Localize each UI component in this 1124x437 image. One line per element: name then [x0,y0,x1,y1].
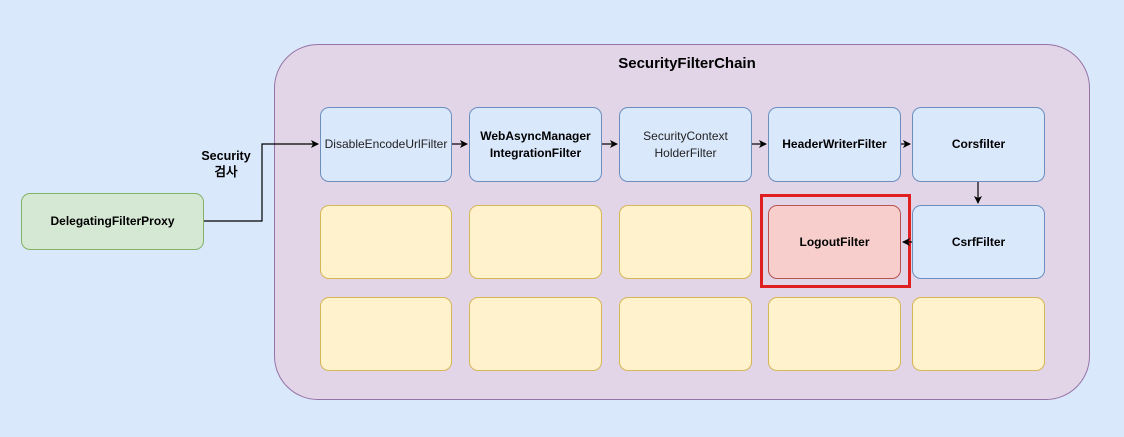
placeholder-box [912,297,1045,371]
placeholder-box [619,297,752,371]
placeholder-box [619,205,752,279]
proxy-to-chain-arrow [204,140,319,222]
side-label-line2: 검사 [214,165,238,179]
security-context-label-line1: SecurityContext [643,128,728,143]
placeholder-box [469,205,602,279]
security-context-holder-filter-node[interactable]: SecurityContext HolderFilter [619,107,752,182]
placeholder-box [469,297,602,371]
security-check-label: Security 검사 [196,148,256,180]
disable-encode-url-filter-node[interactable]: DisableEncodeUrlFilter [320,107,452,182]
header-writer-filter-label: HeaderWriterFilter [782,137,887,151]
proxy-label: DelegatingFilterProxy [50,214,175,228]
placeholder-box [768,297,901,371]
header-writer-filter-node[interactable]: HeaderWriterFilter [768,107,901,182]
chain-title: SecurityFilterChain [618,55,756,72]
placeholder-box [320,297,452,371]
csrf-filter-node[interactable]: CsrfFilter [912,205,1045,279]
cors-filter-node[interactable]: Corsfilter [912,107,1045,182]
web-async-label-line1: WebAsyncManager [480,128,591,143]
cors-filter-label: Corsfilter [951,137,1006,151]
security-context-label-line2: HolderFilter [654,145,717,160]
logout-filter-label: LogoutFilter [799,234,870,249]
csrf-filter-label: CsrfFilter [951,234,1006,249]
web-async-label-line2: IntegrationFilter [489,145,582,160]
placeholder-box [320,205,452,279]
side-label-line1: Security [201,149,251,163]
delegating-filter-proxy-node[interactable]: DelegatingFilterProxy [21,193,204,250]
disable-encode-url-filter-label: DisableEncodeUrlFilter [324,137,448,151]
web-async-manager-integration-filter-node[interactable]: WebAsyncManager IntegrationFilter [469,107,602,182]
logout-filter-node[interactable]: LogoutFilter [768,205,901,279]
